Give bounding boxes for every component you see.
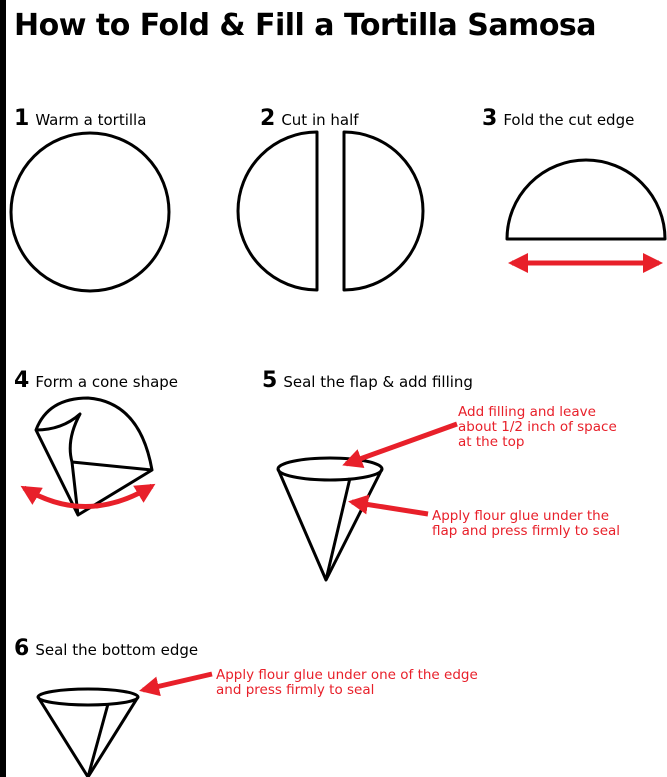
tortilla-half-left	[238, 132, 317, 290]
tortilla-half-right	[344, 132, 423, 290]
sealed-cone	[278, 458, 382, 580]
finished-cone	[38, 689, 138, 777]
arrow-edge-glue	[143, 674, 212, 690]
whole-tortilla	[11, 133, 169, 291]
arrow-add-filling	[346, 424, 457, 464]
half-tortilla-cut-edge	[507, 160, 665, 239]
curved-arrow-cone	[24, 486, 152, 507]
